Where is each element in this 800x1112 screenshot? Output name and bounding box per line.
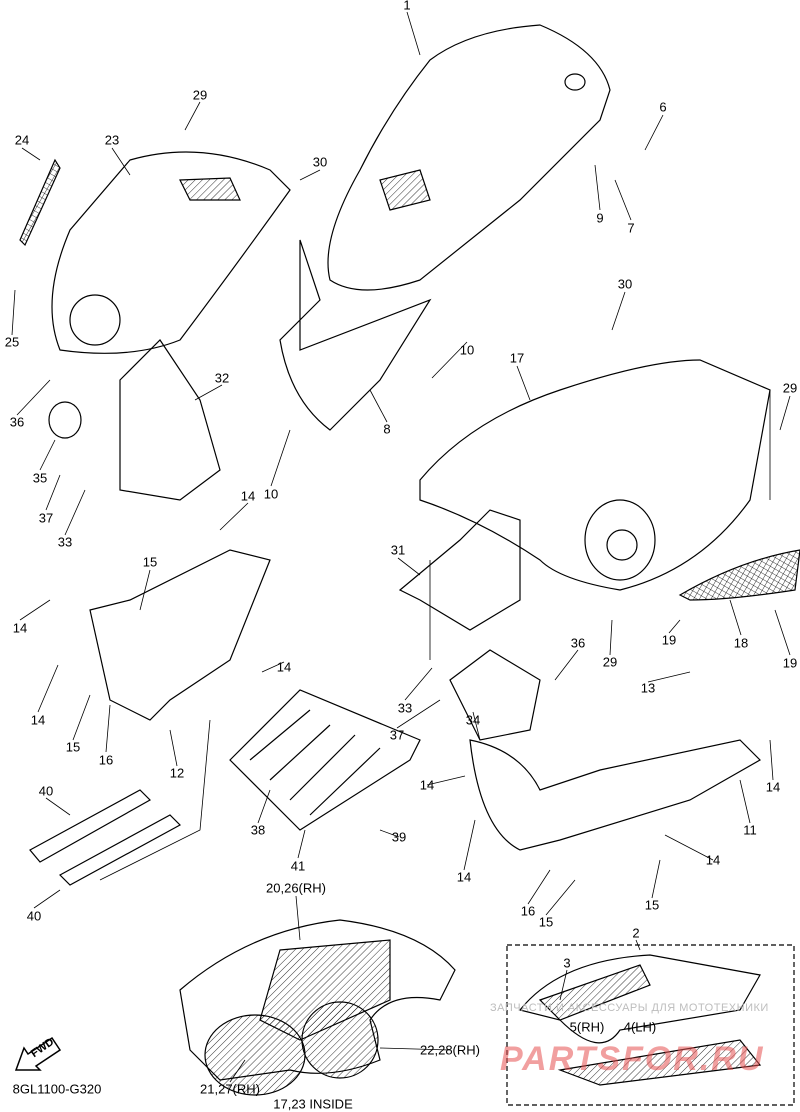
callout-19: 19 — [661, 632, 677, 648]
callout-17-23-inside: 17,23 INSIDE — [273, 1096, 353, 1112]
callout-13: 13 — [640, 680, 656, 696]
part-side-panel-17 — [419, 359, 771, 591]
part-lower-cover-12 — [89, 549, 271, 721]
callout-40: 40 — [38, 783, 54, 799]
callout-5: 5(RH) — [569, 1019, 605, 1035]
callout-29: 29 — [602, 654, 618, 670]
callout-36: 36 — [570, 635, 586, 651]
callout-9: 9 — [596, 210, 604, 226]
callout-38: 38 — [250, 822, 266, 838]
part-front-cowl — [327, 24, 611, 291]
callout-31: 31 — [390, 542, 406, 558]
callout-33: 33 — [397, 700, 413, 716]
callout-20-26: 20,26(RH) — [266, 880, 326, 896]
part-strip-40a — [29, 789, 151, 863]
watermark-logo: PARTSFOR.RU — [500, 1040, 765, 1078]
callout-2: 2 — [632, 925, 640, 941]
callout-4: 4(LH) — [623, 1019, 657, 1035]
callout-14: 14 — [276, 659, 292, 675]
fwd-arrow-icon: FWD — [14, 1034, 64, 1079]
callout-32: 32 — [214, 370, 230, 386]
callout-17: 17 — [509, 350, 525, 366]
callout-40: 40 — [26, 908, 42, 924]
callout-8: 8 — [383, 421, 391, 437]
callout-1: 1 — [403, 0, 411, 13]
callout-14: 14 — [419, 777, 435, 793]
callout-36: 36 — [9, 414, 25, 430]
callout-12: 12 — [169, 765, 185, 781]
callout-16: 16 — [98, 752, 114, 768]
callout-16: 16 — [520, 903, 536, 919]
callout-14: 14 — [240, 488, 256, 504]
callout-15: 15 — [538, 914, 554, 930]
watermark-text: ЗАПЧАСТИ И АКСЕССУАРЫ ДЛЯ МОТОТЕХНИКИ — [490, 1002, 769, 1014]
callout-15: 15 — [142, 554, 158, 570]
callout-14: 14 — [456, 869, 472, 885]
callout-23: 23 — [104, 132, 120, 148]
callout-14: 14 — [30, 712, 46, 728]
callout-29: 29 — [192, 87, 208, 103]
callout-25: 25 — [4, 334, 20, 350]
part-side-cover-23 — [51, 151, 291, 354]
callout-3: 3 — [563, 955, 571, 971]
callout-30: 30 — [617, 276, 633, 292]
callout-14: 14 — [12, 620, 28, 636]
callout-19: 19 — [782, 655, 798, 671]
callout-21-27: 21,27(RH) — [200, 1081, 260, 1097]
callout-30: 30 — [312, 154, 328, 170]
callout-33: 33 — [57, 534, 73, 550]
callout-22-28: 22,28(RH) — [420, 1042, 480, 1058]
part-footboard-38 — [229, 689, 421, 831]
part-bracket-31 — [398, 509, 521, 631]
part-grille-18 — [678, 549, 800, 601]
part-panel-3 — [518, 954, 761, 1044]
part-boot-34 — [449, 649, 541, 741]
callout-11: 11 — [743, 822, 757, 838]
callout-37: 37 — [38, 510, 54, 526]
callout-35: 35 — [32, 470, 48, 486]
part-inner-cover-8 — [279, 239, 432, 431]
callout-41: 41 — [290, 858, 306, 874]
callout-15: 15 — [65, 739, 81, 755]
callout-24: 24 — [14, 132, 30, 148]
callout-18: 18 — [733, 635, 749, 651]
callout-14: 14 — [705, 852, 721, 868]
part-under-cover-11 — [469, 739, 761, 851]
callout-15: 15 — [644, 897, 660, 913]
callout-37: 37 — [389, 727, 405, 743]
callout-29: 29 — [782, 380, 798, 396]
part-grommet-35 — [48, 401, 82, 439]
callout-39: 39 — [391, 829, 407, 845]
part-grille-24 — [19, 158, 61, 247]
callout-10: 10 — [459, 342, 475, 358]
part-bracket-32 — [119, 339, 221, 501]
callout-6: 6 — [659, 99, 667, 115]
callout-7: 7 — [627, 220, 635, 236]
callout-14: 14 — [765, 779, 781, 795]
diagram-code: 8GL1100-G320 — [12, 1081, 102, 1097]
callout-34: 34 — [465, 712, 481, 728]
callout-10: 10 — [263, 486, 279, 502]
part-strip-40b — [59, 814, 181, 886]
